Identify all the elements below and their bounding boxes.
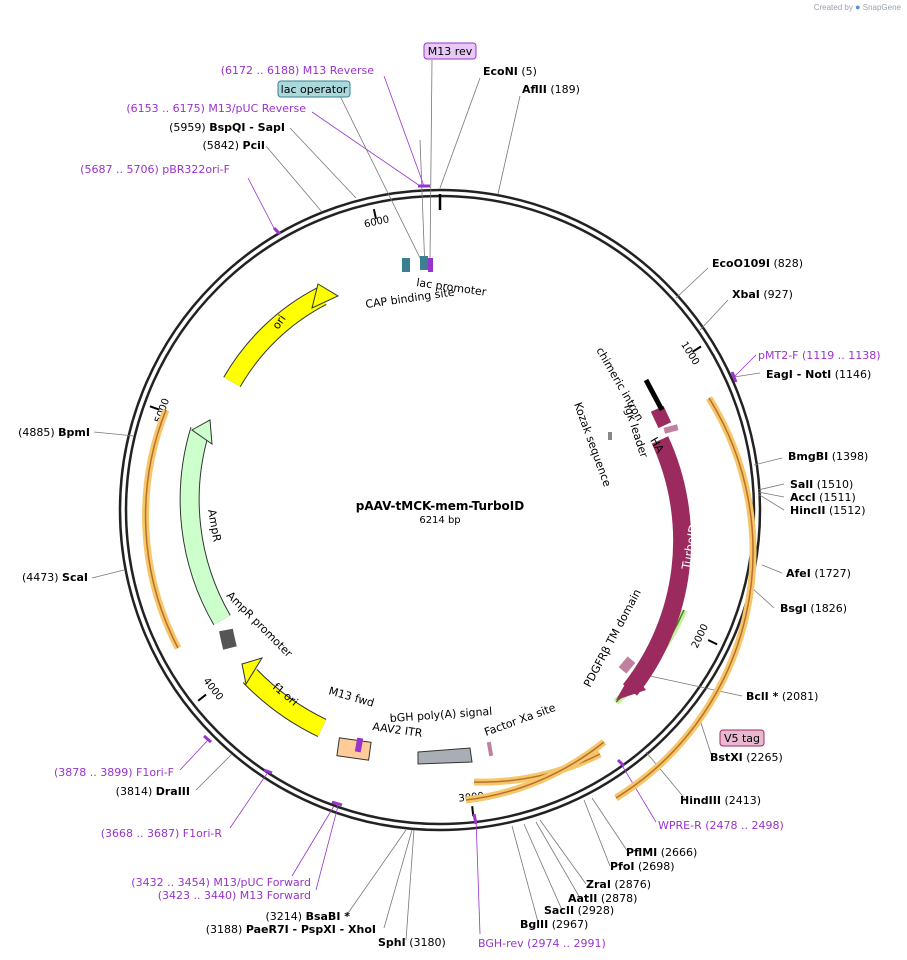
ring-tick-mark <box>149 405 160 411</box>
ampr-promoter-arrow <box>219 628 237 650</box>
restriction-site-label: PfoI (2698) <box>610 860 675 873</box>
f1-ori-arrow <box>243 669 327 737</box>
svg-text:bGH poly(A) signal: bGH poly(A) signal <box>389 705 492 725</box>
primer-label: WPRE-R (2478 .. 2498) <box>658 819 784 832</box>
ring-tick-mark <box>692 345 702 353</box>
restriction-site-label: AflII (189) <box>522 83 580 96</box>
restriction-site-label: (3814) DraIII <box>116 785 190 798</box>
restriction-site-label: (5959) BspQI - SapI <box>169 121 285 134</box>
primer-marks <box>203 184 738 825</box>
boxed-label-lac-operator: lac operator <box>277 80 351 98</box>
ring-tick-label: 4000 <box>200 676 224 703</box>
ori-arrow <box>224 288 327 387</box>
plasmid-name: pAAV-tMCK-mem-TurboID <box>356 499 524 513</box>
svg-text:AmpR promoter: AmpR promoter <box>224 589 295 660</box>
restriction-site-label: BclI * (2081) <box>746 690 818 703</box>
ring-tick-label: 2000 <box>690 622 711 650</box>
restriction-site-label: (4885) BpmI <box>18 426 90 439</box>
restriction-site-label: HincII (1512) <box>790 504 866 517</box>
snapgene-logo-icon: ● <box>855 2 861 12</box>
restriction-site-label: (3214) BsaBI * <box>266 910 351 923</box>
lac-operator-mark <box>420 256 428 270</box>
boxed-label-v5-tag: V5 tag <box>719 729 765 747</box>
restriction-site-label: BstXI (2265) <box>710 751 783 764</box>
restriction-site-label: BsgI (1826) <box>780 602 847 615</box>
restriction-site-label: AatII (2878) <box>568 892 637 905</box>
restriction-site-label: (5842) PciI <box>202 139 265 152</box>
ampr-arrow <box>180 427 230 625</box>
primer-label: (3878 .. 3899) F1ori-F <box>54 766 174 779</box>
restriction-site-label: AfeI (1727) <box>786 567 851 580</box>
kozak-mark <box>608 432 612 440</box>
restriction-site-label: SphI (3180) <box>378 936 446 949</box>
m13-fwd-mark <box>354 737 364 753</box>
svg-text:lac operator: lac operator <box>281 83 348 96</box>
primer-label: (6172 .. 6188) M13 Reverse <box>221 64 374 77</box>
svg-text:CAP binding site: CAP binding site <box>365 286 456 311</box>
restriction-site-label: EcoNI (5) <box>483 65 537 78</box>
svg-text:AmpR: AmpR <box>205 508 224 543</box>
restriction-site-label: EcoO109I (828) <box>712 257 803 270</box>
svg-text:M13 fwd: M13 fwd <box>327 684 375 709</box>
chimeric-intron-mark <box>643 378 665 412</box>
feature-orange-arcs <box>142 396 757 804</box>
site-labels: EcoNI (5) AflII (189) EcoO109I (828) XbaI (… <box>18 65 871 949</box>
factor-xa-mark <box>486 741 494 757</box>
plasmid-length: 6214 bp <box>419 515 460 526</box>
svg-text:Igκ leader: Igκ leader <box>621 403 651 460</box>
cap-site-mark <box>402 258 410 272</box>
restriction-site-label: BmgBI (1398) <box>788 450 868 463</box>
ring-tick-mark <box>372 208 377 220</box>
restriction-site-label: SalI (1510) <box>790 478 853 491</box>
svg-text:chimeric intron: chimeric intron <box>593 345 646 423</box>
credit-prefix: Created by <box>813 3 853 12</box>
primer-label: (3423 .. 3440) M13 Forward <box>158 889 311 902</box>
pdgfrb-mark <box>618 656 636 674</box>
ring-tick-mark <box>197 693 207 702</box>
restriction-site-label: HindIII (2413) <box>680 794 761 807</box>
svg-text:Factor Xa site: Factor Xa site <box>483 701 558 739</box>
igk-leader-mark <box>650 405 672 429</box>
turboid-arrow <box>622 436 692 696</box>
svg-text:M13 rev: M13 rev <box>428 45 473 58</box>
restriction-site-label: BglII (2967) <box>520 918 588 931</box>
primer-label: BGH-rev (2974 .. 2991) <box>478 937 606 950</box>
restriction-site-label: (4473) ScaI <box>22 571 88 584</box>
primer-label: (5687 .. 5706) pBR322ori-F <box>80 163 230 176</box>
restriction-site-label: ZraI (2876) <box>586 878 651 891</box>
primer-leaders <box>179 75 757 935</box>
primer-label: (3432 .. 3454) M13/pUC Forward <box>131 876 311 889</box>
leader-lines <box>91 59 785 941</box>
primer-label: (6153 .. 6175) M13/pUC Reverse <box>126 102 306 115</box>
snapgene-credit: Created by ● SnapGene <box>814 2 901 12</box>
primer-labels: (6172 .. 6188) M13 Reverse (6153 .. 6175)… <box>54 64 881 950</box>
ha-mark <box>663 424 679 434</box>
primer-label: (3668 .. 3687) F1ori-R <box>101 827 223 840</box>
bgh-polya-mark <box>417 747 473 765</box>
ring-tick-mark <box>707 639 718 646</box>
boxed-label-m13-rev: M13 rev <box>423 42 477 60</box>
restriction-site-label: (3188) PaeR7I - PspXI - XhoI <box>206 923 376 936</box>
restriction-site-label: EagI - NotI (1146) <box>766 368 871 381</box>
restriction-site-label: PflMI (2666) <box>626 846 697 859</box>
ring-tick-label: 6000 <box>363 214 390 230</box>
restriction-site-label: AccI (1511) <box>790 491 856 504</box>
restriction-site-label: XbaI (927) <box>732 288 793 301</box>
aav2-itr-mark <box>336 737 372 761</box>
ring-tick-label: 1000 <box>678 340 701 367</box>
svg-text:V5 tag: V5 tag <box>724 732 760 745</box>
primer-label: pMT2-F (1119 .. 1138) <box>758 349 881 362</box>
svg-text:Kozak sequence: Kozak sequence <box>571 401 614 489</box>
m13-rev-mark <box>428 258 433 272</box>
restriction-site-label: SacII (2928) <box>544 904 614 917</box>
credit-brand: SnapGene <box>862 3 901 12</box>
